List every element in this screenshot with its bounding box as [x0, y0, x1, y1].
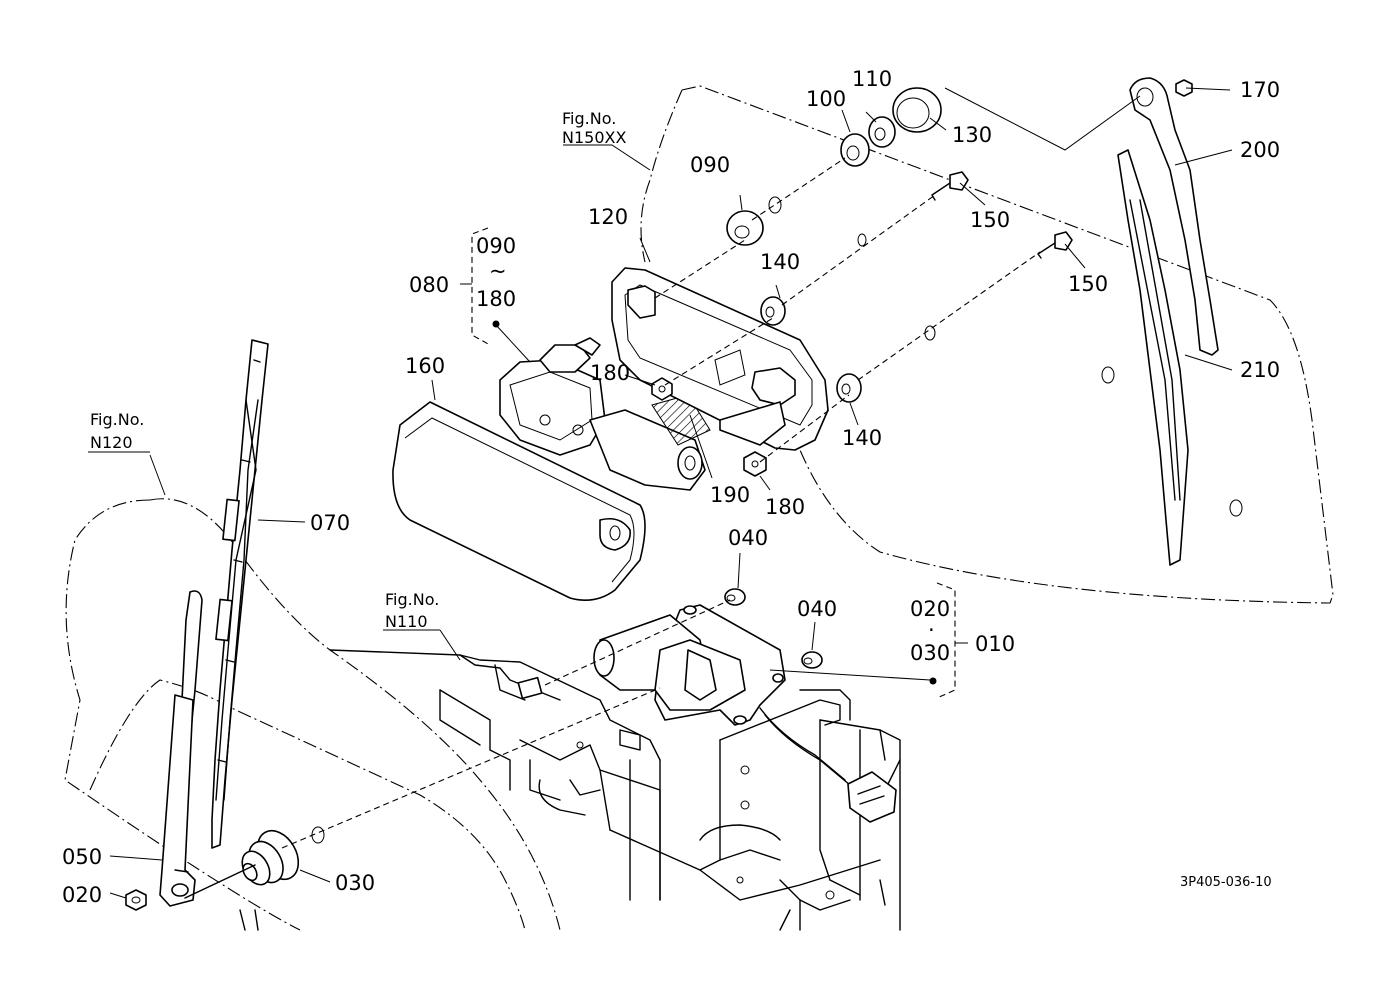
label-210: 210	[1240, 358, 1280, 382]
grommet-140-a	[760, 296, 786, 326]
label-040-b: 040	[797, 597, 837, 621]
nut-180-a	[651, 377, 673, 401]
drawing-code: 3P405-036-10	[1180, 875, 1272, 890]
label-170: 170	[1240, 78, 1280, 102]
label-200: 200	[1240, 138, 1280, 162]
bolt-150-b	[1037, 231, 1073, 259]
fig-ref-n150xx: Fig.No. N150XX	[562, 109, 626, 147]
seal-100	[840, 133, 870, 167]
label-040-a: 040	[728, 526, 768, 550]
label-080: 080	[409, 273, 449, 297]
cab-frame-outline	[64, 498, 561, 931]
fig-ref-n150xx-line1: Fig.No.	[562, 109, 616, 128]
range-tilde: ~	[489, 259, 507, 283]
label-180-group: 180	[476, 287, 516, 311]
bolt-150-a	[931, 171, 969, 201]
label-020-group: 020	[910, 597, 950, 621]
rear-wiper-arm	[1129, 77, 1219, 356]
label-140-a: 140	[760, 250, 800, 274]
grommet-090	[726, 210, 764, 246]
nut-110	[868, 116, 896, 148]
label-020: 020	[62, 883, 102, 907]
fig-ref-n120-line2: N120	[90, 433, 133, 452]
fig-ref-n120-line1: Fig.No.	[90, 410, 144, 429]
fig-ref-n110: Fig.No. N110	[383, 590, 440, 631]
washer-040-a	[724, 588, 746, 606]
part-labels: 170 200 210 110 100 130 090 150 150 120 …	[62, 67, 1280, 907]
label-030-group: 030	[910, 641, 950, 665]
label-110: 110	[852, 67, 892, 91]
group-bracket-010	[936, 582, 968, 699]
rear-window-outline	[640, 85, 1334, 604]
bracket-120	[611, 267, 829, 451]
center-lines	[184, 87, 1141, 899]
label-010: 010	[975, 632, 1015, 656]
front-wiper-arm	[159, 590, 203, 907]
nut-170	[1175, 79, 1193, 97]
lower-frame	[239, 649, 901, 931]
label-120: 120	[588, 205, 628, 229]
label-090-group: 090	[476, 234, 516, 258]
window-holes	[768, 196, 1243, 517]
cap-130	[892, 87, 942, 133]
label-150-b: 150	[1068, 272, 1108, 296]
group-bracket-080	[460, 227, 491, 346]
label-090: 090	[690, 153, 730, 177]
grommet-140-b	[836, 373, 862, 403]
fig-ref-n110-line2: N110	[385, 612, 428, 631]
ref-dot-080	[492, 320, 500, 328]
label-180-b: 180	[765, 495, 805, 519]
fig-ref-n120: Fig.No. N120	[88, 410, 150, 453]
label-050: 050	[62, 845, 102, 869]
label-150-a: 150	[970, 208, 1010, 232]
fig-ref-n110-line1: Fig.No.	[385, 590, 439, 609]
label-100: 100	[806, 87, 846, 111]
ref-dot-010	[929, 677, 937, 685]
label-030: 030	[335, 871, 375, 895]
nut-180-b	[743, 451, 767, 477]
label-190: 190	[710, 483, 750, 507]
nut-020	[125, 889, 147, 911]
label-160: 160	[405, 354, 445, 378]
rear-wiper-motor	[499, 337, 711, 491]
label-180-a: 180	[590, 361, 630, 385]
boot-030	[241, 829, 300, 886]
cover-160	[392, 401, 646, 601]
washer-040-b	[801, 651, 823, 669]
front-wiper-blade	[211, 339, 269, 849]
label-070: 070	[310, 511, 350, 535]
front-wiper-motor	[517, 604, 897, 823]
rear-wiper-blade	[1117, 149, 1189, 566]
fig-ref-n150xx-line2: N150XX	[562, 128, 626, 147]
leader-lines	[109, 87, 1233, 899]
label-140-b: 140	[842, 426, 882, 450]
range-dot: ·	[928, 618, 935, 642]
label-130: 130	[952, 123, 992, 147]
